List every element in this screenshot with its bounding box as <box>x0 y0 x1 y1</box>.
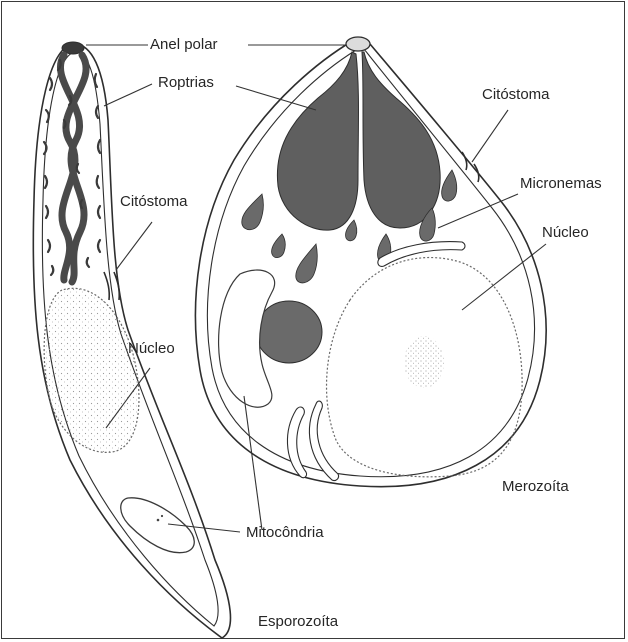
merozoite-anel-polar <box>346 37 370 51</box>
label-nucleo-sporozoite: Núcleo <box>128 340 175 358</box>
mito-dot <box>157 519 160 522</box>
label-citostoma-merozoite: Citóstoma <box>482 86 550 104</box>
mito-dot <box>161 515 163 517</box>
label-mitocondria: Mitocôndria <box>246 524 324 542</box>
sporozoite-roptrias <box>60 55 86 282</box>
label-nucleo-merozoite: Núcleo <box>542 224 589 242</box>
merozoite-dense-body <box>256 301 322 363</box>
label-micronemas: Micronemas <box>520 175 602 193</box>
label-anel-polar: Anel polar <box>150 36 218 54</box>
merozoite-nucleolus <box>404 336 444 388</box>
label-roptrias: Roptrias <box>158 74 214 92</box>
label-esporozoita: Esporozoíta <box>258 613 338 631</box>
label-merozoita: Merozoíta <box>502 478 569 496</box>
label-citostoma-sporozoite: Citóstoma <box>120 193 188 211</box>
